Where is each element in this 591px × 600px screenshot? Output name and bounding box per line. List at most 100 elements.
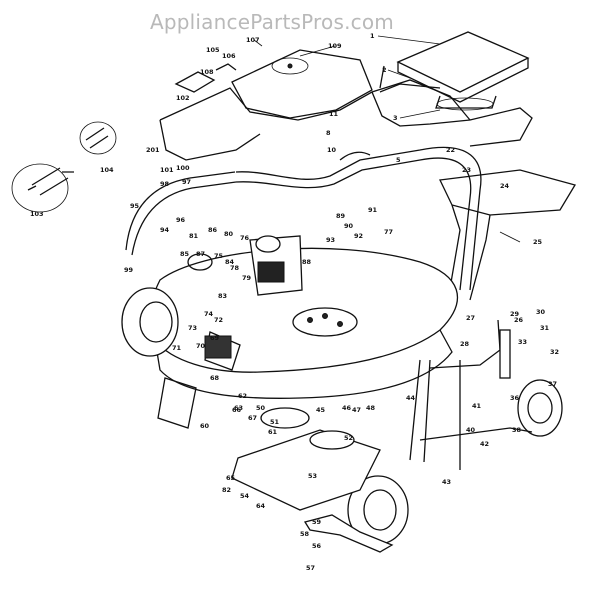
- callout-109: 109: [328, 42, 342, 50]
- callout-98: 98: [160, 180, 170, 188]
- callout-58: 58: [300, 530, 310, 538]
- hood-body: [159, 49, 533, 161]
- callout-86: 86: [208, 226, 218, 234]
- callout-28: 28: [460, 340, 470, 348]
- callout-78: 78: [230, 264, 240, 272]
- callout-38: 38: [512, 426, 522, 434]
- callout-91: 91: [368, 206, 378, 214]
- callout-30: 30: [536, 308, 546, 316]
- callout-95: 95: [130, 202, 140, 210]
- callout-46: 46: [342, 404, 352, 412]
- callout-82: 82: [222, 486, 231, 494]
- callout-83: 83: [218, 292, 227, 300]
- callout-201: 201: [146, 146, 160, 154]
- callout-41: 41: [472, 402, 482, 410]
- callout-84: 84: [225, 258, 235, 266]
- callout-89: 89: [336, 212, 346, 220]
- callout-5: 5: [396, 156, 401, 164]
- callout-45: 45: [316, 406, 326, 414]
- callout-29: 29: [510, 310, 520, 318]
- footrest-plate: [439, 169, 576, 301]
- callout-93: 93: [326, 236, 335, 244]
- callout-10: 10: [327, 146, 337, 154]
- callout-2: 2: [382, 66, 387, 74]
- callout-103: 103: [30, 210, 44, 218]
- callout-90: 90: [344, 222, 354, 230]
- callout-56: 56: [312, 542, 322, 550]
- callout-47: 47: [352, 406, 361, 414]
- callout-88: 88: [302, 258, 312, 266]
- callout-77: 77: [384, 228, 393, 236]
- seat: [396, 31, 530, 111]
- callout-22: 22: [446, 146, 455, 154]
- callout-51: 51: [270, 418, 280, 426]
- callout-87: 87: [196, 250, 205, 258]
- callout-106: 106: [222, 52, 236, 60]
- callout-32: 32: [550, 348, 559, 356]
- callout-105: 105: [206, 46, 220, 54]
- callout-40: 40: [466, 426, 476, 434]
- callout-76: 76: [240, 234, 250, 242]
- callout-52: 52: [344, 434, 353, 442]
- callout-63: 63: [234, 404, 243, 412]
- callout-43: 43: [442, 478, 451, 486]
- callout-102: 102: [176, 94, 190, 102]
- callout-42: 42: [480, 440, 489, 448]
- callout-62: 62: [238, 392, 247, 400]
- callout-81: 81: [189, 232, 199, 240]
- callout-104: 104: [100, 166, 114, 174]
- callout-64: 64: [256, 502, 266, 510]
- callout-99: 99: [124, 266, 134, 274]
- callout-68: 68: [210, 374, 220, 382]
- callout-1: 1: [370, 32, 375, 40]
- callout-23: 23: [462, 166, 471, 174]
- callout-70: 70: [196, 342, 206, 350]
- callout-71: 71: [172, 344, 182, 352]
- engine: [187, 235, 303, 296]
- callout-67: 67: [248, 414, 257, 422]
- callout-33: 33: [518, 338, 527, 346]
- detail-parts: [11, 63, 237, 213]
- callout-96: 96: [176, 216, 186, 224]
- callout-37: 37: [548, 380, 557, 388]
- callout-101: 101: [160, 166, 174, 174]
- callout-79: 79: [242, 274, 252, 282]
- callout-60: 60: [200, 422, 210, 430]
- callout-75: 75: [214, 252, 224, 260]
- callout-24: 24: [500, 182, 510, 190]
- callout-74: 74: [204, 310, 214, 318]
- callout-100: 100: [176, 164, 190, 172]
- callout-31: 31: [540, 324, 550, 332]
- callout-54: 54: [240, 492, 250, 500]
- callout-94: 94: [160, 226, 170, 234]
- callout-27: 27: [466, 314, 475, 322]
- frame-tubes: [125, 146, 482, 291]
- callout-108: 108: [200, 68, 214, 76]
- callout-92: 92: [354, 232, 363, 240]
- callout-3: 3: [393, 114, 398, 122]
- callout-11: 11: [329, 110, 339, 118]
- callout-57: 57: [306, 564, 315, 572]
- callout-44: 44: [406, 394, 416, 402]
- lower-deck-blades: [157, 319, 533, 553]
- callout-66: 66: [232, 406, 242, 414]
- callout-72: 72: [214, 316, 223, 324]
- callout-25: 25: [533, 238, 543, 246]
- callout-48: 48: [366, 404, 376, 412]
- callout-85: 85: [180, 250, 190, 258]
- callout-73: 73: [188, 324, 197, 332]
- callout-26: 26: [514, 316, 524, 324]
- callout-107: 107: [246, 36, 260, 44]
- callout-65: 65: [226, 474, 236, 482]
- callout-61: 61: [268, 428, 278, 436]
- wheels: [121, 287, 563, 545]
- callout-53: 53: [308, 472, 317, 480]
- callout-59: 59: [312, 518, 322, 526]
- watermark-text: AppliancePartsPros.com: [150, 10, 394, 34]
- callout-50: 50: [256, 404, 266, 412]
- callout-97: 97: [182, 178, 191, 186]
- leader-lines: [253, 35, 521, 243]
- callout-69: 69: [210, 334, 220, 342]
